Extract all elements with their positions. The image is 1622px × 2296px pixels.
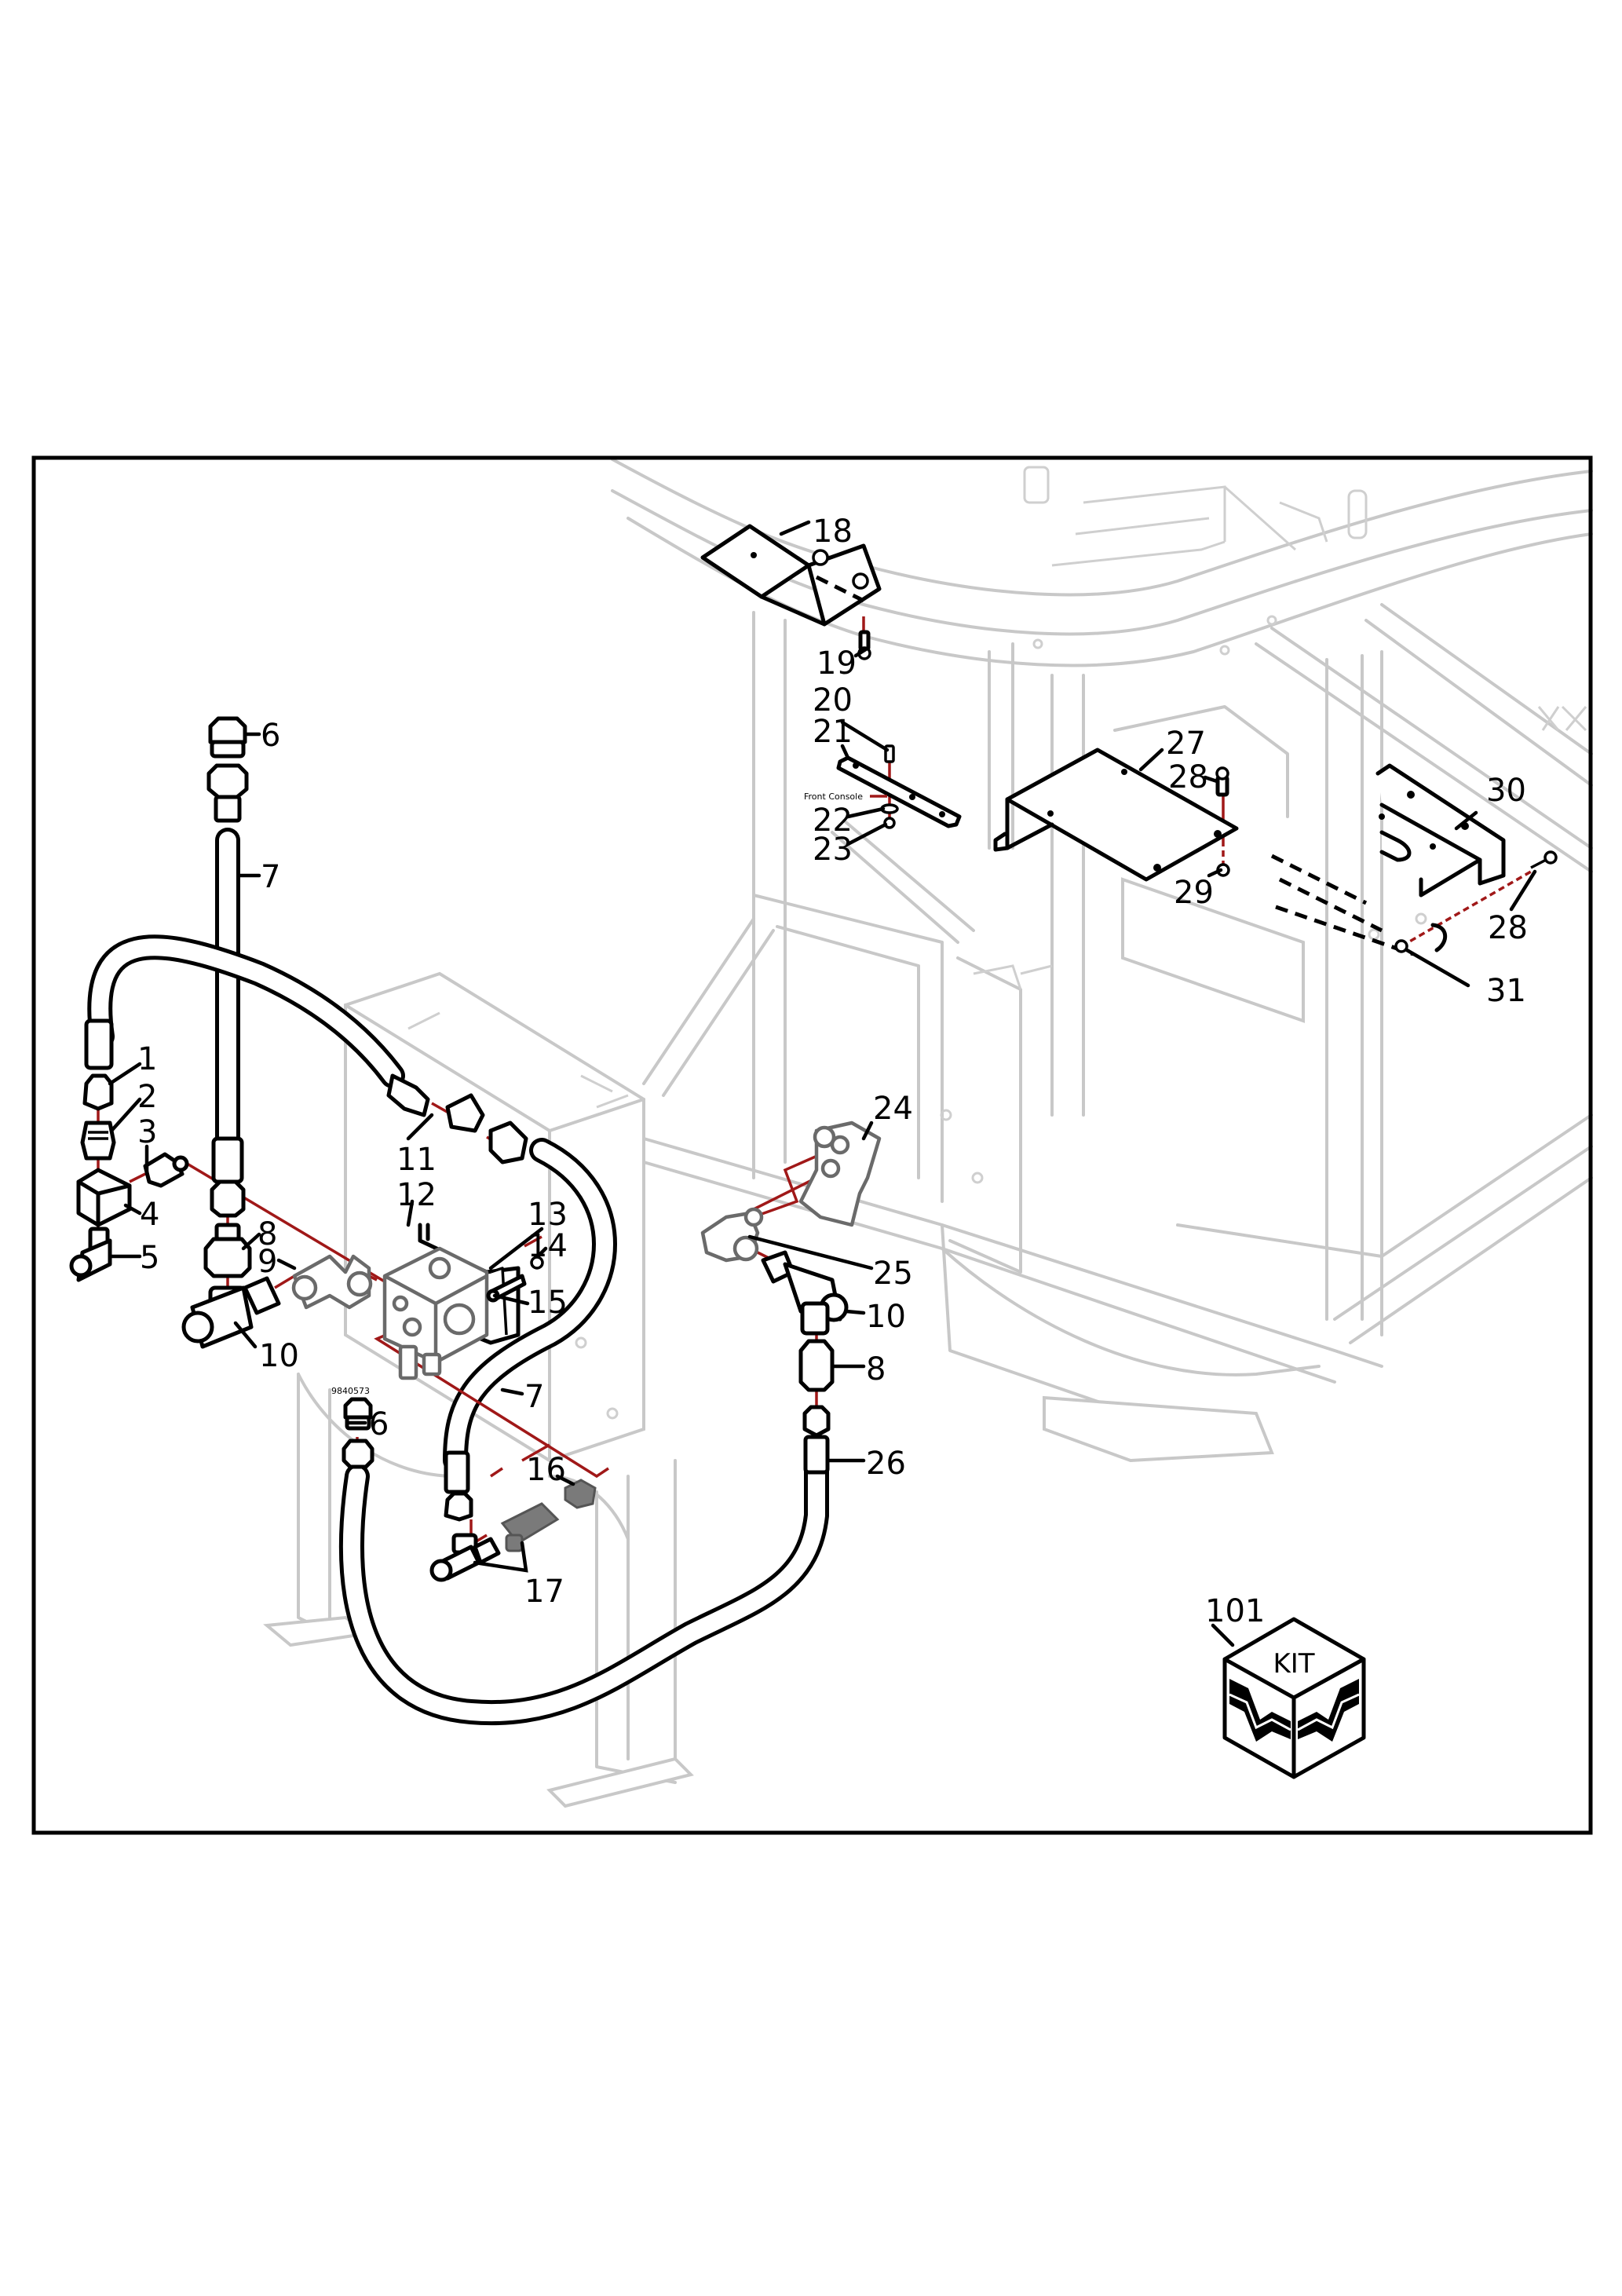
callout-22: 22 xyxy=(813,803,853,839)
part-28-bolt-upper xyxy=(1215,766,1229,797)
hose-7-lower xyxy=(443,1138,617,1473)
part-28-bolt-lower xyxy=(1530,850,1558,869)
part-9-elbow xyxy=(291,1254,373,1310)
kit-icon: KIT xyxy=(1222,1617,1366,1779)
callout-14: 14 xyxy=(528,1228,568,1264)
part-27-plate xyxy=(993,748,1239,882)
callout-25: 25 xyxy=(873,1256,913,1292)
callout-10: 10 xyxy=(259,1338,299,1374)
drawing-border xyxy=(31,455,1593,1835)
hoses xyxy=(87,828,829,1726)
part-3-elbow xyxy=(143,1152,189,1188)
callout-12: 12 xyxy=(396,1177,437,1213)
part-18-bracket xyxy=(700,524,882,627)
callout-30: 30 xyxy=(1486,773,1526,809)
callout-15: 15 xyxy=(528,1285,568,1321)
part-11-adapter xyxy=(386,1073,528,1164)
callout-5: 5 xyxy=(140,1240,159,1276)
callout-8-right: 8 xyxy=(866,1351,886,1387)
callout-10-right: 10 xyxy=(866,1299,906,1335)
part-8-adapter-right xyxy=(798,1339,835,1392)
callout-17: 17 xyxy=(524,1574,564,1610)
hose-upper-loop xyxy=(87,934,405,1088)
part-25-elbow xyxy=(700,1207,764,1263)
part-6-cap-top xyxy=(206,716,249,823)
callout-13: 13 xyxy=(528,1197,568,1233)
callout-20: 20 xyxy=(813,682,853,718)
callout-21: 21 xyxy=(813,714,853,750)
leader-lines xyxy=(108,520,1537,1647)
callouts: 6 7 1 2 3 4 5 8 9 10 11 12 13 14 15 7 6 … xyxy=(137,514,1528,1629)
callout-27: 27 xyxy=(1166,726,1206,762)
part-5-elbow xyxy=(69,1227,112,1282)
callout-7: 7 xyxy=(261,859,280,895)
part-2-adapter xyxy=(80,1121,116,1161)
part-number-note: 9840573 xyxy=(331,1386,370,1396)
part-26-hose-end xyxy=(802,1405,831,1475)
part-7-lower-fitting xyxy=(444,1450,473,1522)
part-30-bracket xyxy=(1270,763,1506,956)
callout-1: 1 xyxy=(137,1041,157,1077)
callout-101: 101 xyxy=(1205,1593,1265,1629)
callout-11: 11 xyxy=(396,1142,437,1178)
part-19-bolt xyxy=(857,630,871,660)
front-console-note: Front Console xyxy=(804,792,863,802)
part-6-cap-lower xyxy=(342,1397,374,1469)
callout-7-lower: 7 xyxy=(524,1379,544,1415)
hose-26 xyxy=(338,1440,829,1726)
callout-9: 9 xyxy=(258,1244,277,1280)
part-10-tee-left xyxy=(181,1276,281,1349)
callout-6-lower: 6 xyxy=(369,1406,389,1442)
callout-23: 23 xyxy=(813,832,853,868)
part-8-adapter-left xyxy=(203,1223,252,1278)
callout-29: 29 xyxy=(1174,875,1214,911)
callout-24: 24 xyxy=(873,1091,913,1127)
callout-8: 8 xyxy=(258,1216,277,1252)
callout-31: 31 xyxy=(1486,973,1526,1009)
part-10-tee-right xyxy=(761,1250,849,1336)
callout-4: 4 xyxy=(140,1197,159,1233)
callout-16: 16 xyxy=(526,1452,566,1488)
callout-2: 2 xyxy=(137,1079,157,1115)
callout-19: 19 xyxy=(816,645,857,682)
callout-3: 3 xyxy=(137,1114,157,1150)
callout-28-right: 28 xyxy=(1488,910,1528,946)
part-16-adapter xyxy=(564,1479,597,1509)
callout-18: 18 xyxy=(813,514,853,550)
part-31-nut xyxy=(1394,939,1408,953)
kit-label: KIT xyxy=(1273,1648,1314,1680)
part-4-block xyxy=(76,1168,132,1227)
part-17-tee-gray xyxy=(500,1502,560,1552)
part-17-tee-black xyxy=(429,1533,501,1582)
part-7-hose-end-fittings xyxy=(210,1136,246,1218)
background-machine-frame xyxy=(263,458,1593,1808)
part-1-nut xyxy=(82,1018,114,1111)
callout-6: 6 xyxy=(261,718,280,754)
callout-26: 26 xyxy=(866,1446,906,1482)
part-12-valve xyxy=(382,1246,489,1380)
callout-28: 28 xyxy=(1168,759,1208,795)
part-24-valve xyxy=(798,1121,882,1227)
